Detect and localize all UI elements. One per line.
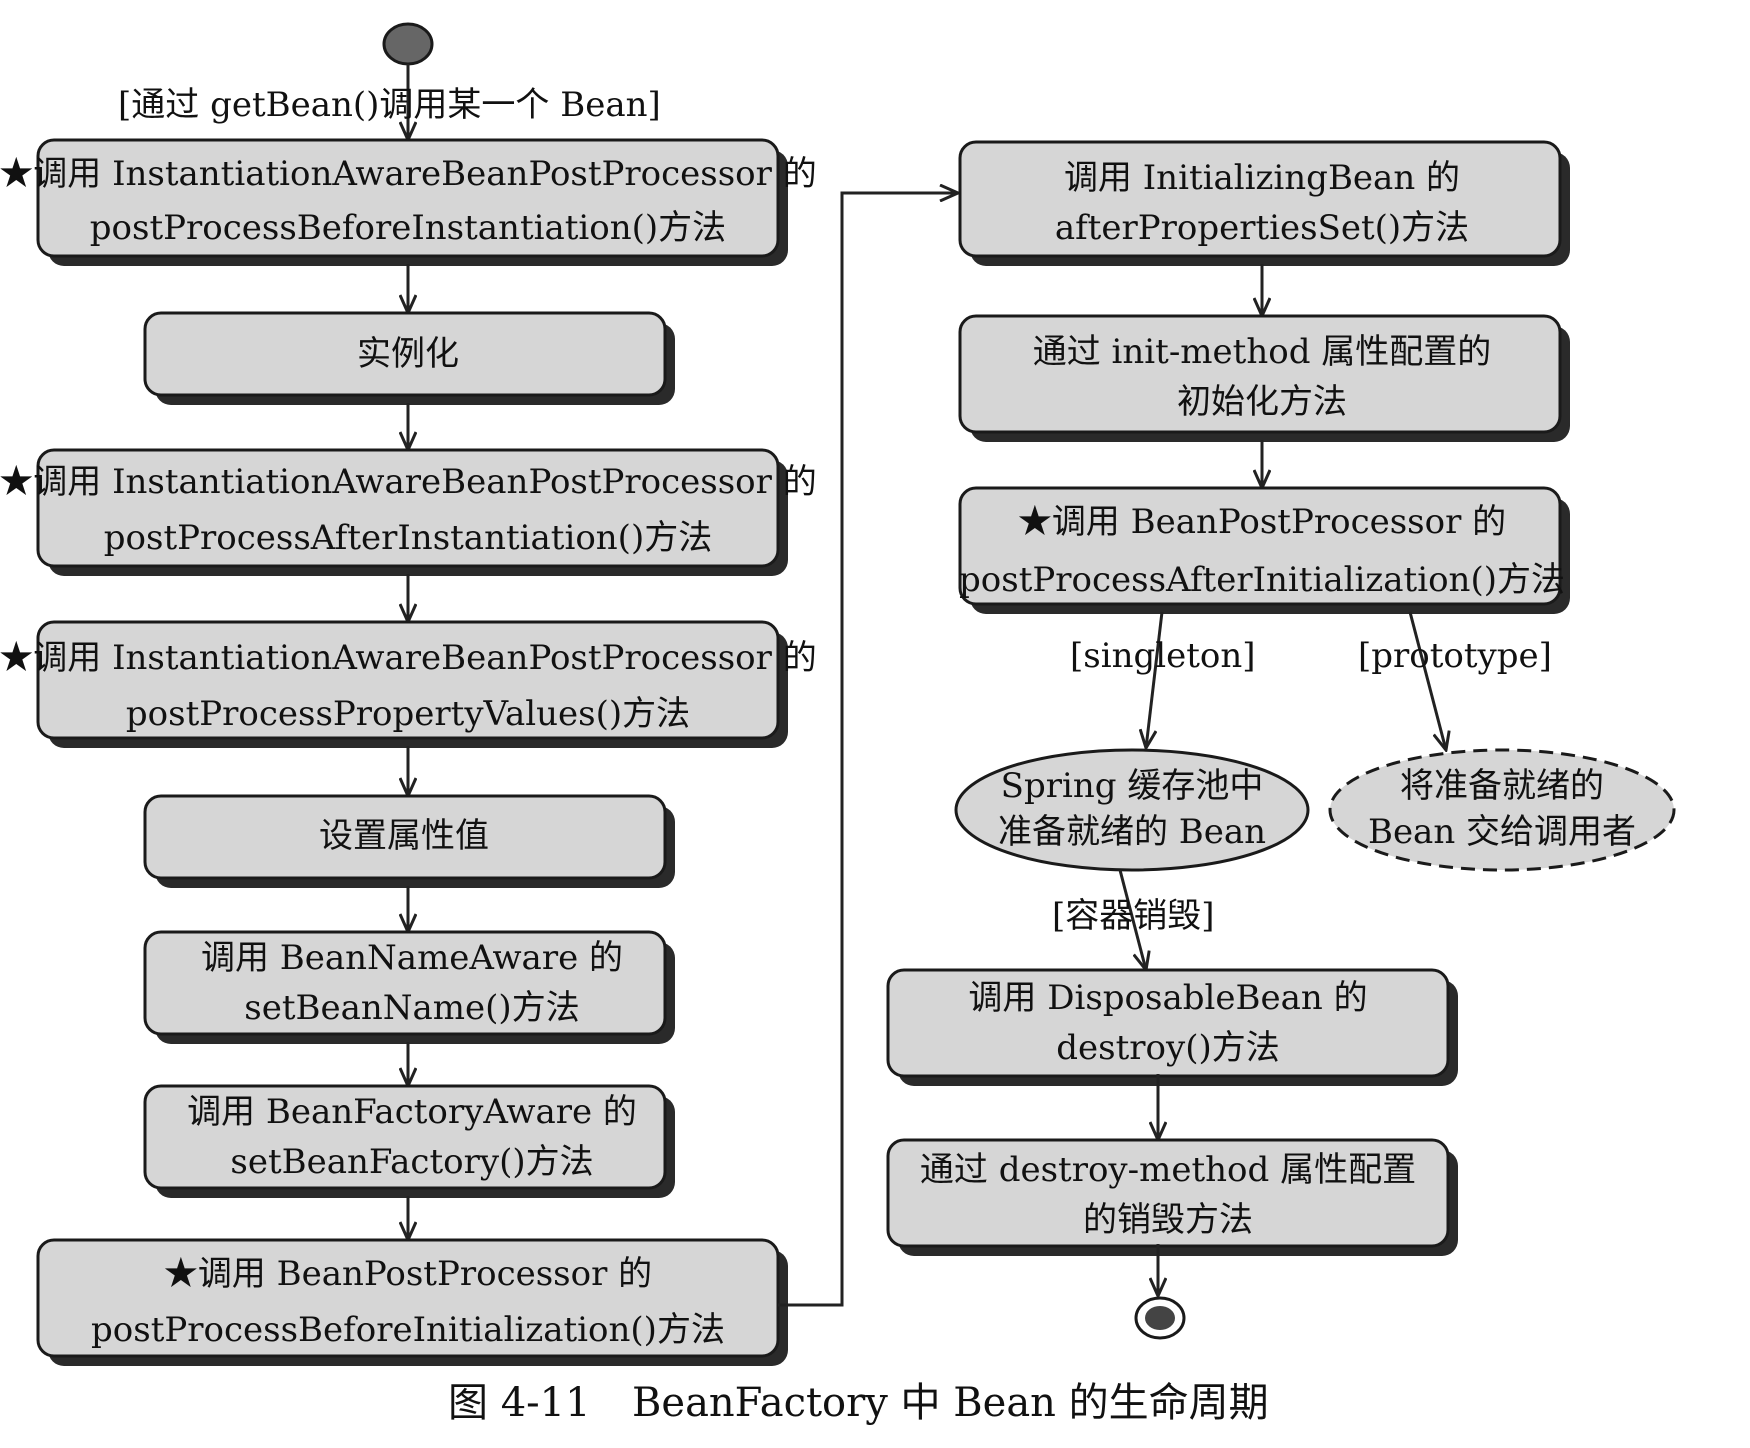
node-line2: Bean 交给调用者 <box>1368 812 1636 852</box>
destroy-label: [容器销毁] <box>1052 896 1215 936</box>
start-label: [通过 getBean()调用某一个 Bean] <box>118 85 661 125</box>
edge-destroy <box>1118 869 1146 970</box>
start-node <box>382 22 434 66</box>
end-node <box>1134 1296 1186 1340</box>
node-line2: setBeanFactory()方法 <box>230 1142 593 1182</box>
flow-box-set-properties: 设置属性值 <box>143 794 675 888</box>
node-line2: destroy()方法 <box>1056 1028 1279 1068</box>
prototype-caller-ellipse: 将准备就绪的 Bean 交给调用者 <box>1328 748 1676 872</box>
node-line1: Spring 缓存池中 <box>1001 766 1264 806</box>
star-icon: ★ <box>164 1254 198 1294</box>
flow-box-bean-name-aware: 调用 BeanNameAware 的 setBeanName()方法 <box>143 930 675 1044</box>
figure-title: BeanFactory 中 Bean 的生命周期 <box>632 1380 1269 1426</box>
flow-box-instantiation-before: ★调用 InstantiationAwareBeanPostProcessor … <box>0 138 817 266</box>
flow-box-after-initialization: ★调用 BeanPostProcessor 的 postProcessAfter… <box>958 486 1570 614</box>
prototype-label: [prototype] <box>1358 636 1552 676</box>
star-icon: ★ <box>0 462 33 502</box>
node-line1: 通过 destroy-method 属性配置 <box>920 1150 1416 1190</box>
node-line2: setBeanName()方法 <box>244 988 579 1028</box>
flow-box-init-method: 通过 init-method 属性配置的 初始化方法 <box>958 314 1570 442</box>
singleton-label: [singleton] <box>1070 636 1256 676</box>
node-line1: ★调用 InstantiationAwareBeanPostProcessor … <box>0 638 817 678</box>
node-line2: postProcessPropertyValues()方法 <box>126 694 690 734</box>
node-line2: postProcessBeforeInstantiation()方法 <box>90 208 726 248</box>
flow-box-initializing-bean: 调用 InitializingBean 的 afterPropertiesSet… <box>958 140 1570 266</box>
node-line1: 调用 BeanFactoryAware 的 <box>187 1092 637 1132</box>
node-line2: postProcessAfterInstantiation()方法 <box>104 518 712 558</box>
node-line2: 初始化方法 <box>1177 382 1347 422</box>
singleton-cache-ellipse: Spring 缓存池中 准备就绪的 Bean <box>954 748 1310 872</box>
node-line1: 调用 DisposableBean 的 <box>968 978 1367 1018</box>
flow-box-instantiation-after: ★调用 InstantiationAwareBeanPostProcessor … <box>0 448 817 576</box>
edge-prototype <box>1408 611 1446 750</box>
flow-box-bean-factory-aware: 调用 BeanFactoryAware 的 setBeanFactory()方法 <box>143 1084 675 1198</box>
node-line1: 通过 init-method 属性配置的 <box>1033 332 1492 372</box>
flow-box-before-initialization: ★调用 BeanPostProcessor 的 postProcessBefor… <box>36 1238 788 1366</box>
star-icon: ★ <box>0 638 33 678</box>
node-line1: ★调用 BeanPostProcessor 的 <box>164 1254 652 1294</box>
node-line1: ★调用 InstantiationAwareBeanPostProcessor … <box>0 462 817 502</box>
node-line2: postProcessAfterInitialization()方法 <box>959 560 1565 600</box>
star-icon: ★ <box>1018 502 1052 542</box>
node-line1: 实例化 <box>357 334 459 374</box>
node-line1: ★调用 BeanPostProcessor 的 <box>1018 502 1506 542</box>
edge-l7-r0 <box>778 193 958 1307</box>
node-line2: 的销毁方法 <box>1083 1200 1253 1240</box>
flow-box-destroy-method: 通过 destroy-method 属性配置 的销毁方法 <box>886 1138 1458 1256</box>
node-line2: postProcessBeforeInitialization()方法 <box>91 1310 725 1350</box>
node-line1: ★调用 InstantiationAwareBeanPostProcessor … <box>0 154 817 194</box>
flow-box-instantiate: 实例化 <box>143 311 675 405</box>
node-line1: 调用 BeanNameAware 的 <box>201 938 623 978</box>
node-line2: afterPropertiesSet()方法 <box>1055 208 1469 248</box>
flow-box-disposable-bean: 调用 DisposableBean 的 destroy()方法 <box>886 968 1458 1086</box>
figure-number: 图 4-11 <box>448 1380 591 1426</box>
flow-box-property-values: ★调用 InstantiationAwareBeanPostProcessor … <box>0 620 817 748</box>
node-line1: 设置属性值 <box>319 816 489 856</box>
node-line2: 准备就绪的 Bean <box>998 812 1266 852</box>
edge-singleton <box>1146 611 1164 748</box>
node-line1: 调用 InitializingBean 的 <box>1064 158 1460 198</box>
star-icon: ★ <box>0 154 33 194</box>
node-line1: 将准备就绪的 <box>1400 766 1604 806</box>
